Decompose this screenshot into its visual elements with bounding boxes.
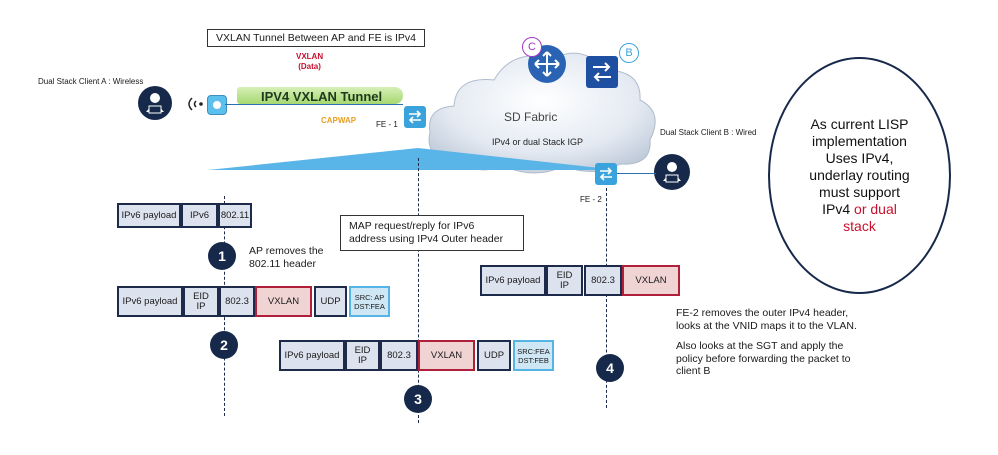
- packet-4: IPv6 payload EID IP 802.3 VXLAN: [480, 265, 680, 296]
- oval-line3: Uses IPv4,: [825, 150, 894, 166]
- packet-3-eid-line1: EID: [354, 344, 371, 356]
- packet-3-src-dst: SRC:FEA DST:FEB: [513, 340, 554, 371]
- packet-1-80211: 802.11: [218, 203, 252, 228]
- data-label: (Data): [298, 62, 321, 71]
- cloud-title: SD Fabric: [504, 110, 558, 124]
- packet-3-udp: UDP: [477, 340, 511, 371]
- lisp-note-oval: As current LISP implementation Uses IPv4…: [768, 57, 951, 294]
- wifi-icon: [182, 94, 204, 114]
- step-1-badge: 1: [208, 242, 236, 270]
- packet-2-eid-line2: IP: [196, 300, 206, 312]
- step-1-line1: AP removes the: [249, 245, 324, 257]
- fe2-switch-icon: [595, 163, 617, 185]
- packet-4-vxlan: VXLAN: [622, 265, 680, 296]
- step-4-badge: 4: [596, 354, 624, 382]
- packet-2-eid: EID IP: [183, 286, 219, 317]
- access-point-icon: [207, 95, 227, 115]
- packet-2-udp: UDP: [314, 286, 347, 317]
- badge-c: C: [522, 37, 542, 57]
- fe2-note-line3: Also looks at the SGT and apply the: [676, 340, 844, 352]
- fe2-note-line2: looks at the VNID maps it to the VLAN.: [676, 319, 857, 332]
- packet-2-src-dst: SRC: AP DST:FEA: [349, 286, 390, 317]
- packet-2-eid-line1: EID: [193, 290, 209, 302]
- packet-3-vxlan: VXLAN: [418, 340, 475, 371]
- packet-1-payload: IPv6 payload: [117, 203, 181, 228]
- client-a-label: Dual Stack Client A : Wireless: [38, 77, 144, 86]
- fe1-switch-icon: [404, 106, 426, 128]
- packet-3-8023: 802.3: [380, 340, 418, 371]
- packet-2: IPv6 payload EID IP 802.3 VXLAN UDP SRC:…: [117, 286, 390, 317]
- packet-4-eid-line1: EID: [556, 269, 573, 281]
- link-fe2-client-b: [616, 173, 656, 174]
- step-1-line2: 802.11 header: [249, 258, 316, 270]
- packet-3-eid: EID IP: [345, 340, 380, 371]
- packet-2-vxlan: VXLAN: [255, 286, 312, 317]
- oval-line2: implementation: [812, 133, 907, 149]
- packet-1-ipv6: IPv6: [181, 203, 218, 228]
- oval-line7-red: stack: [843, 218, 876, 234]
- oval-line6: IPv4: [822, 201, 851, 217]
- packet-4-eid-line2: IP: [560, 279, 569, 291]
- dashed-line-3: [606, 188, 607, 408]
- step-2-badge: 2: [210, 331, 238, 359]
- link-ap-fe1: [225, 104, 403, 105]
- fe1-label: FE - 1: [376, 120, 398, 129]
- oval-line4: underlay routing: [809, 167, 910, 183]
- title-box: VXLAN Tunnel Between AP and FE is IPv4: [207, 29, 426, 47]
- packet-3-eid-line2: IP: [358, 354, 367, 366]
- packet-3-dst: DST:FEB: [518, 355, 549, 365]
- packet-2-8023: 802.3: [219, 286, 255, 317]
- packet-4-eid: EID IP: [546, 265, 583, 296]
- packet-4-payload: IPv6 payload: [480, 265, 546, 296]
- fe2-label: FE - 2: [580, 195, 602, 204]
- vxlan-data-label: VXLAN (Data): [296, 52, 323, 72]
- packet-3-payload: IPv6 payload: [279, 340, 345, 371]
- oval-line5: must support: [819, 184, 900, 200]
- fe2-note: FE-2 removes the outer IPv4 header, look…: [676, 307, 946, 378]
- map-note-line2: address using IPv4 Outer header: [349, 233, 504, 245]
- fabric-triangle: [208, 148, 618, 170]
- packet-3: IPv6 payload EID IP 802.3 VXLAN UDP SRC:…: [279, 340, 554, 371]
- packet-4-8023: 802.3: [584, 265, 622, 296]
- vxlan-tunnel: IPV4 VXLAN Tunnel: [237, 87, 403, 104]
- oval-line6-red: or dual: [854, 201, 897, 217]
- oval-line1: As current LISP: [810, 116, 909, 132]
- fe2-note-line1: FE-2 removes the outer IPv4 header,: [676, 307, 849, 319]
- client-b-label: Dual Stack Client B : Wired: [660, 128, 757, 137]
- fe2-note-line5: client B: [676, 365, 711, 377]
- border-switch-icon: [586, 56, 618, 88]
- client-a-icon: [138, 86, 172, 120]
- vxlan-label: VXLAN: [296, 52, 324, 61]
- dashed-line-2: [418, 158, 419, 423]
- fe2-note-line4: policy before forwarding the packet to: [676, 352, 851, 365]
- packet-2-payload: IPv6 payload: [117, 286, 183, 317]
- client-b-icon: [654, 154, 690, 190]
- badge-b: B: [619, 43, 639, 63]
- packet-2-dst: DST:FEA: [354, 301, 385, 311]
- packet-3-src: SRC:FEA: [517, 346, 550, 356]
- packet-1: IPv6 payload IPv6 802.11: [117, 203, 252, 228]
- capwap-label: CAPWAP: [321, 116, 357, 125]
- step-1-note: AP removes the 802.11 header: [249, 245, 324, 271]
- step-3-badge: 3: [404, 385, 432, 413]
- tunnel-label: IPV4 VXLAN Tunnel: [261, 89, 383, 104]
- cloud-subtitle: IPv4 or dual Stack IGP: [492, 137, 584, 147]
- map-note-line1: MAP request/reply for IPv6: [349, 220, 475, 232]
- map-request-note: MAP request/reply for IPv6 address using…: [340, 215, 524, 251]
- packet-2-src: SRC: AP: [354, 292, 385, 302]
